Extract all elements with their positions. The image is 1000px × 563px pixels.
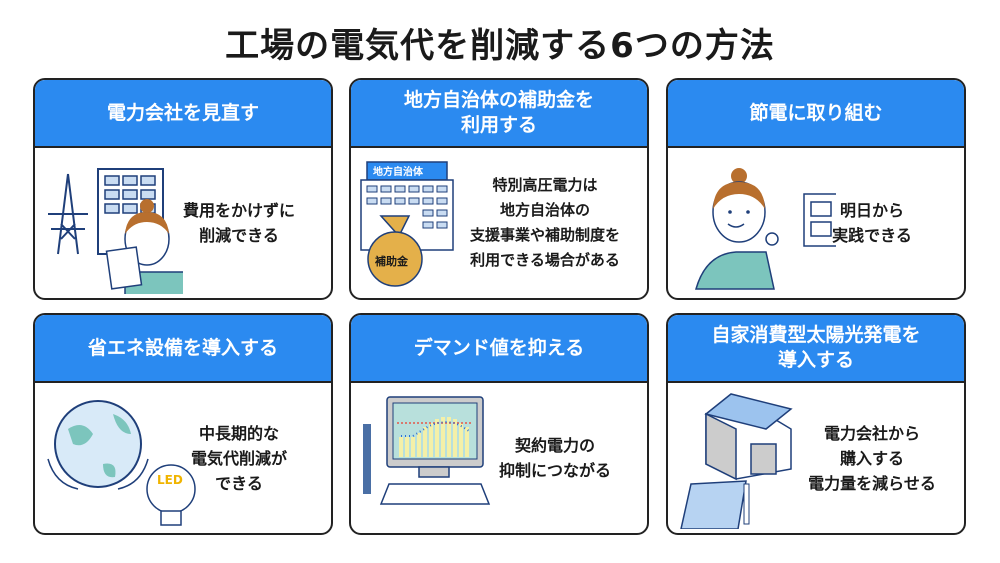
card-heading: デマンド値を抑える <box>351 315 647 383</box>
method-card-energy-saving-equipment: 省エネ設備を導入する LED 中長期的な 電気代削減が できる <box>33 313 333 535</box>
method-card-reduce-demand: デマンド値を抑える 契約電力の 抑制につながる <box>349 313 649 535</box>
globe-hands-led-bulb-icon <box>47 400 196 526</box>
method-card-solar-self-consumption: 自家消費型太陽光発電を 導入する 電力会社から 購入する 電力量を減らせる <box>666 313 966 535</box>
factory-solar-panels-icon <box>680 393 793 529</box>
subsidy-bag-label: 補助金 <box>375 255 408 268</box>
card-description: 明日から 実践できる <box>832 201 912 245</box>
method-card-review-power-company: 電力会社を見直す 費用をかけずに 削減できる <box>33 78 333 300</box>
card-description: 契約電力の 抑制につながる <box>498 436 611 480</box>
card-description: 費用をかけずに 削減できる <box>182 201 295 245</box>
card-description: 中長期的な 電気代削減が できる <box>190 423 287 493</box>
card-heading: 電力会社を見直す <box>35 80 331 148</box>
person-unplugging-outlet-icon <box>695 168 836 290</box>
card-heading: 自家消費型太陽光発電を 導入する <box>668 315 964 383</box>
card-heading: 省エネ設備を導入する <box>35 315 331 383</box>
method-card-municipal-subsidy: 地方自治体の補助金を 利用する 地方自治体 補助金 特別高圧電力は 地方自治体の… <box>349 78 649 300</box>
card-description: 特別高圧電力は 地方自治体の 支援事業や補助制度を 利用できる場合がある <box>469 176 620 269</box>
building-label: 地方自治体 <box>373 167 423 178</box>
card-description: 電力会社から 購入する 電力量を減らせる <box>808 423 936 493</box>
municipal-building-subsidy-bag-icon <box>360 161 454 287</box>
method-card-save-power: 節電に取り組む 明日から 実践できる <box>666 78 966 300</box>
computer-demand-chart-icon <box>363 396 491 505</box>
card-heading: 節電に取り組む <box>668 80 964 148</box>
page-title: 工場の電気代を削減する6つの方法 <box>225 26 775 66</box>
power-tower-building-person-icon <box>48 168 183 294</box>
led-label: LED <box>157 473 183 487</box>
card-heading: 地方自治体の補助金を 利用する <box>351 80 647 148</box>
